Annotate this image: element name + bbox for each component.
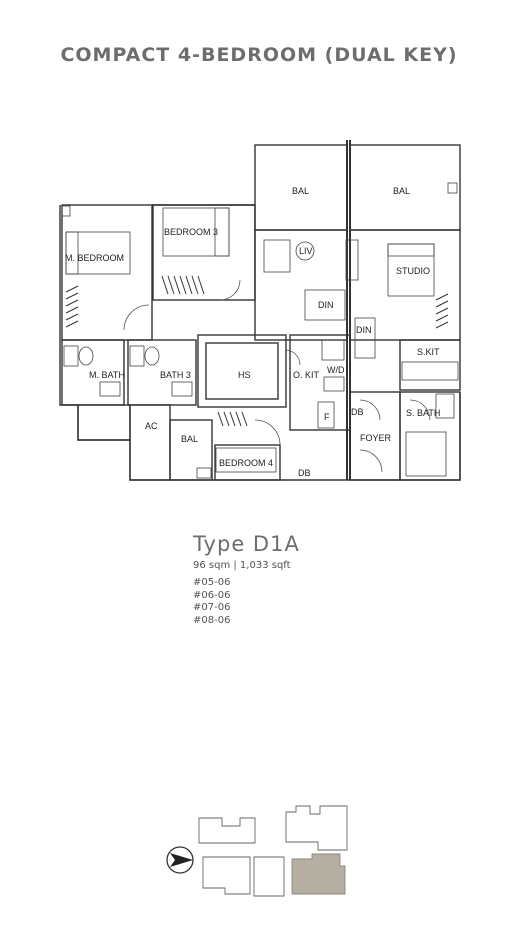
label-hs: HS	[238, 370, 251, 380]
bed-studio-pillow	[387, 243, 435, 257]
bed-master-pillow	[65, 231, 79, 275]
label-bedroom4: BEDROOM 4	[219, 458, 273, 468]
label-foyer: FOYER	[360, 433, 392, 443]
label-m-bath: M. BATH	[89, 370, 125, 380]
unit-number: #05-06	[193, 577, 231, 588]
keyplan-highlighted-unit	[291, 853, 346, 895]
wc-bath3	[144, 346, 160, 366]
envelope	[59, 204, 461, 481]
door-swing	[219, 279, 241, 301]
washer-dryer	[323, 376, 345, 392]
unit-area: 96 sqm | 1,033 sqft	[193, 560, 291, 571]
keyplan-block	[285, 805, 348, 851]
label-bal-right: BAL	[393, 186, 410, 196]
label-db2: DB	[298, 468, 311, 478]
unit-info: Type D1A 96 sqm | 1,033 sqft #05-06 #06-…	[193, 532, 300, 627]
label-bal-bottom: BAL	[181, 434, 198, 444]
door-swing	[359, 449, 383, 473]
keyplan-block	[202, 856, 251, 895]
label-liv: LIV	[299, 246, 313, 256]
label-skit: S.KIT	[417, 347, 440, 357]
keyplan-block	[253, 856, 285, 897]
unit-type: Type D1A	[193, 532, 300, 556]
living-sofa	[263, 239, 291, 273]
sbath-wc-box	[435, 393, 455, 419]
vent	[61, 205, 71, 217]
label-ac: AC	[145, 421, 158, 431]
door-swing	[409, 399, 431, 421]
basin-bath3	[171, 381, 193, 397]
label-bal-left: BAL	[292, 186, 309, 196]
label-wd: W/D	[327, 365, 345, 375]
okit-counter	[321, 339, 345, 361]
shower-bath3	[129, 345, 145, 367]
door-swing	[123, 304, 150, 331]
label-m-bedroom: M. BEDROOM	[65, 253, 124, 263]
wardrobe-bedroom4	[217, 411, 248, 427]
keyplan-block	[198, 817, 256, 844]
basin-m-bath	[99, 381, 121, 397]
unit-number: #08-06	[193, 614, 231, 626]
label-okit: O. KIT	[293, 370, 320, 380]
wardrobe-bedroom3	[161, 275, 205, 295]
north-arrow-icon	[166, 846, 194, 874]
wardrobe-studio	[435, 293, 449, 329]
label-db1: DB	[351, 407, 364, 417]
bed-bedroom4	[215, 447, 277, 473]
fridge	[317, 401, 335, 429]
wardrobe-master	[65, 285, 79, 328]
label-din-main: DIN	[318, 300, 334, 310]
label-sbath: S. BATH	[406, 408, 440, 418]
unit-list: #05-06 #06-06 #07-06 #08-06	[193, 577, 300, 627]
sbath-shower	[405, 431, 447, 477]
skit-counter	[401, 361, 459, 381]
door-swing	[284, 349, 301, 366]
studio-dining-table	[354, 317, 376, 359]
shower-m-bath	[63, 345, 79, 367]
vent	[447, 182, 458, 194]
liv-circle	[295, 241, 315, 261]
label-din-studio: DIN	[356, 325, 372, 335]
tv-console	[345, 239, 359, 281]
door-swing	[359, 399, 381, 421]
plan-title: COMPACT 4-BEDROOM (DUAL KEY)	[60, 44, 458, 66]
unit-number: #06-06	[193, 589, 231, 601]
skit-outline	[399, 339, 461, 391]
label-f: F	[324, 412, 330, 422]
hs-inner	[205, 342, 279, 400]
bed-bedroom3-pillow	[214, 207, 230, 257]
hs-outline	[197, 334, 287, 408]
label-studio: STUDIO	[396, 266, 430, 276]
dining-table	[304, 289, 346, 321]
label-bedroom3: BEDROOM 3	[164, 227, 218, 237]
aircon-box	[196, 467, 212, 479]
unit-number: #07-06	[193, 602, 231, 613]
wc-m-bath	[78, 346, 94, 366]
label-bath3: BATH 3	[160, 370, 191, 380]
door-swing	[254, 419, 281, 446]
